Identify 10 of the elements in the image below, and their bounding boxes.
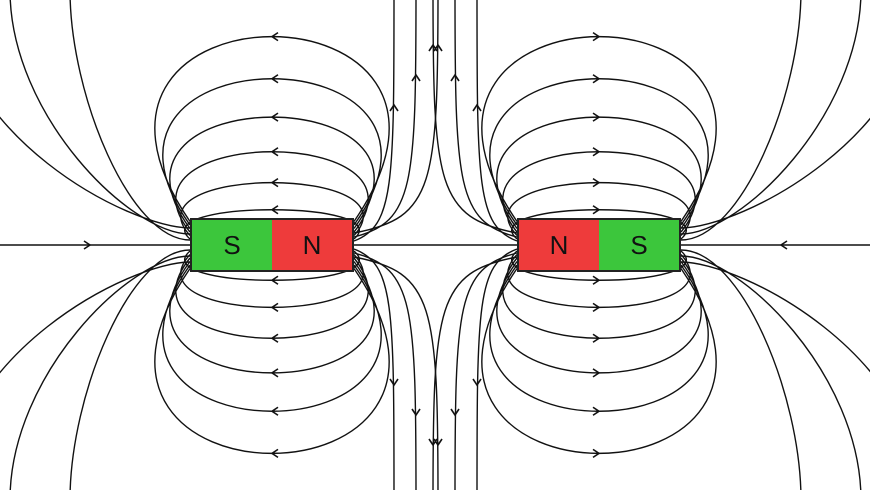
pole-letter: S (223, 228, 241, 262)
magnet-pole (192, 220, 272, 270)
bar-magnet (517, 218, 681, 272)
pole-letter: N (302, 228, 322, 262)
bar-magnet (190, 218, 354, 272)
pole-letter: S (630, 228, 648, 262)
pole-letter: N (550, 228, 568, 262)
magnet-pole (519, 220, 599, 270)
magnet-pole (599, 220, 679, 270)
magnet-pole (272, 220, 352, 270)
